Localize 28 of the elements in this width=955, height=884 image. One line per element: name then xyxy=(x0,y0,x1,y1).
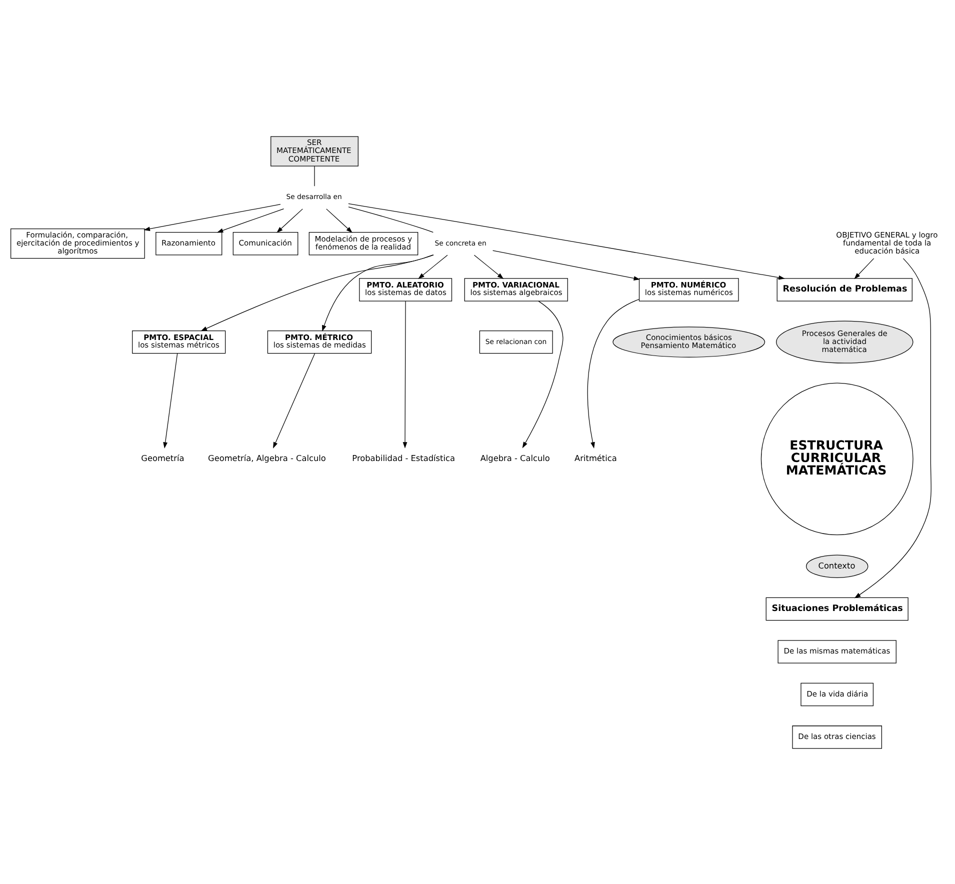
node-text: Geometría xyxy=(141,452,184,463)
arrow xyxy=(273,352,316,448)
node-text: Aritmética xyxy=(574,452,617,463)
arrow xyxy=(474,254,504,278)
arrow xyxy=(216,208,284,232)
connector xyxy=(348,206,434,232)
node-box: Resolución de Problemas xyxy=(776,278,912,301)
arrow xyxy=(402,300,408,448)
node-text: Algebra - Calculo xyxy=(480,452,550,463)
connector xyxy=(314,165,315,186)
arrow xyxy=(144,204,281,231)
arrow xyxy=(418,254,448,278)
arrow xyxy=(163,352,178,448)
arrow xyxy=(522,300,564,448)
arrow xyxy=(200,254,434,331)
node-text: Probabilidad - Estadística xyxy=(352,452,456,463)
arrow xyxy=(854,258,932,598)
arrow xyxy=(276,208,303,232)
arrow xyxy=(326,208,352,232)
arrow xyxy=(348,202,785,280)
node-text: Geometría, Algebra - Calculo xyxy=(208,452,326,463)
arrow xyxy=(492,250,640,280)
node-box: Situaciones Problemáticas xyxy=(766,596,908,620)
node-circle: ESTRUCTURA CURRICULAR MATEMÁTICAS xyxy=(760,382,914,535)
node-ellipse: Contexto xyxy=(806,554,868,578)
arrow xyxy=(322,254,434,331)
arrow xyxy=(854,258,874,279)
arrow xyxy=(587,298,640,448)
